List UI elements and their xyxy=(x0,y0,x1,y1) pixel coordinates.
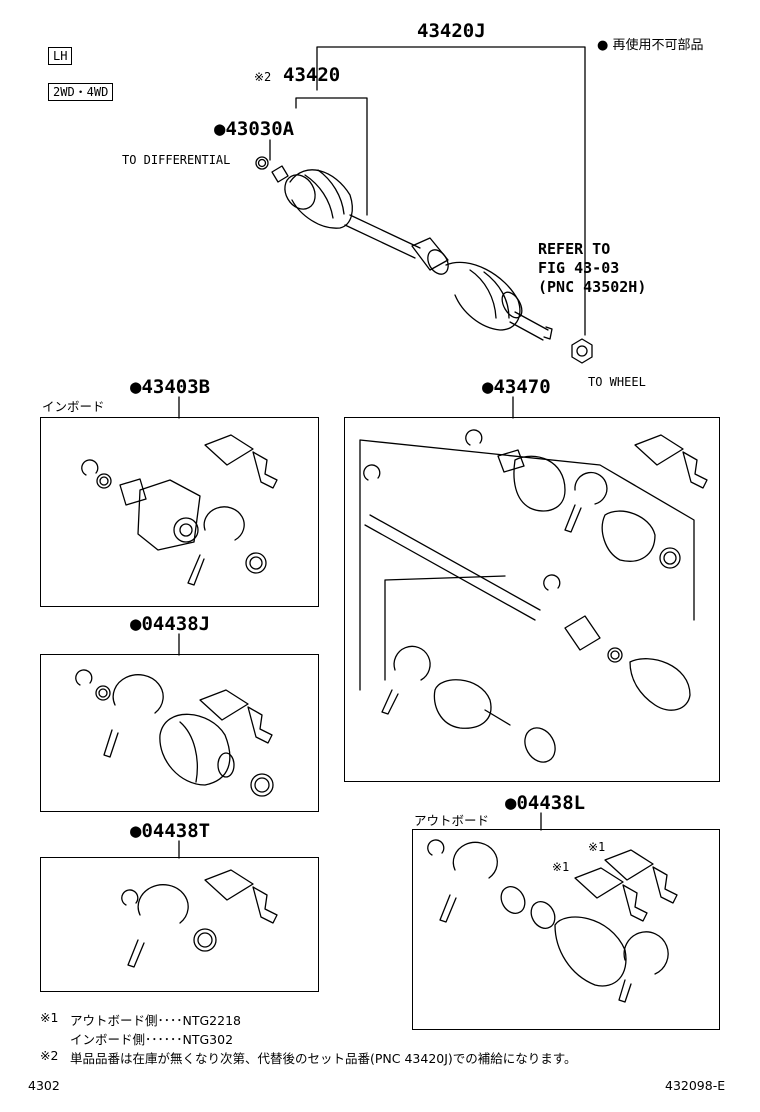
note2-mark: ※2 xyxy=(40,1048,59,1063)
tag-drive: 2WD・4WD xyxy=(48,83,114,101)
mark-1b: ※1 xyxy=(552,860,570,874)
outboard-joint-parts xyxy=(359,429,708,763)
note1-mark: ※1 xyxy=(40,1010,59,1025)
note1-line1: アウトボード側････NTG2218 xyxy=(70,1013,241,1028)
leader-lines xyxy=(178,46,586,859)
box-outboard-joint xyxy=(344,417,720,782)
pn-outboard-joint: ●43470 xyxy=(482,376,551,398)
pn-assembly: 43420J xyxy=(417,20,486,42)
box-outboard-boot-kit xyxy=(412,829,720,1030)
note1-line2: インボード側･･････NTG302 xyxy=(70,1032,234,1047)
inboard-repair-kit-parts xyxy=(121,869,278,968)
mark-1a: ※1 xyxy=(588,840,606,854)
footer-page: 4302 xyxy=(28,1078,60,1093)
drive-shaft-assembly xyxy=(255,156,593,364)
label-outboard: アウトボード xyxy=(414,813,490,828)
refer-line1: REFER TO xyxy=(538,240,611,258)
pn-inboard-repair-kit: ●04438T xyxy=(130,820,211,842)
inboard-boot-kit-parts xyxy=(75,669,274,797)
pn-shaft: 43420 xyxy=(283,64,341,86)
refer-line2: FIG 43-03 xyxy=(538,259,620,277)
outboard-boot-kit-parts xyxy=(427,839,678,1003)
label-inboard: インボード xyxy=(42,399,105,414)
pn-inboard-joint: ●43403B xyxy=(130,376,211,398)
tag-lh: LH xyxy=(48,47,73,65)
pn-outboard-boot-kit: ●04438L xyxy=(505,792,586,814)
label-to-differential: TO DIFFERENTIAL xyxy=(122,153,231,167)
note2-text: 単品品番は在庫が無くなり次第、代替後のセット品番(PNC 43420J)での補給… xyxy=(70,1051,577,1066)
pn-inner-clip: ●43030A xyxy=(214,118,295,140)
shaft-mark: ※2 xyxy=(254,70,272,84)
inboard-joint-parts xyxy=(81,434,278,586)
refer-line3: (PNC 43502H) xyxy=(538,278,647,296)
label-to-wheel: TO WHEEL xyxy=(588,375,646,389)
footer-figure: 432098-E xyxy=(665,1078,726,1093)
pn-inboard-boot-kit: ●04438J xyxy=(130,613,211,635)
legend-non-reusable: ● 再使用不可部品 xyxy=(597,38,704,53)
